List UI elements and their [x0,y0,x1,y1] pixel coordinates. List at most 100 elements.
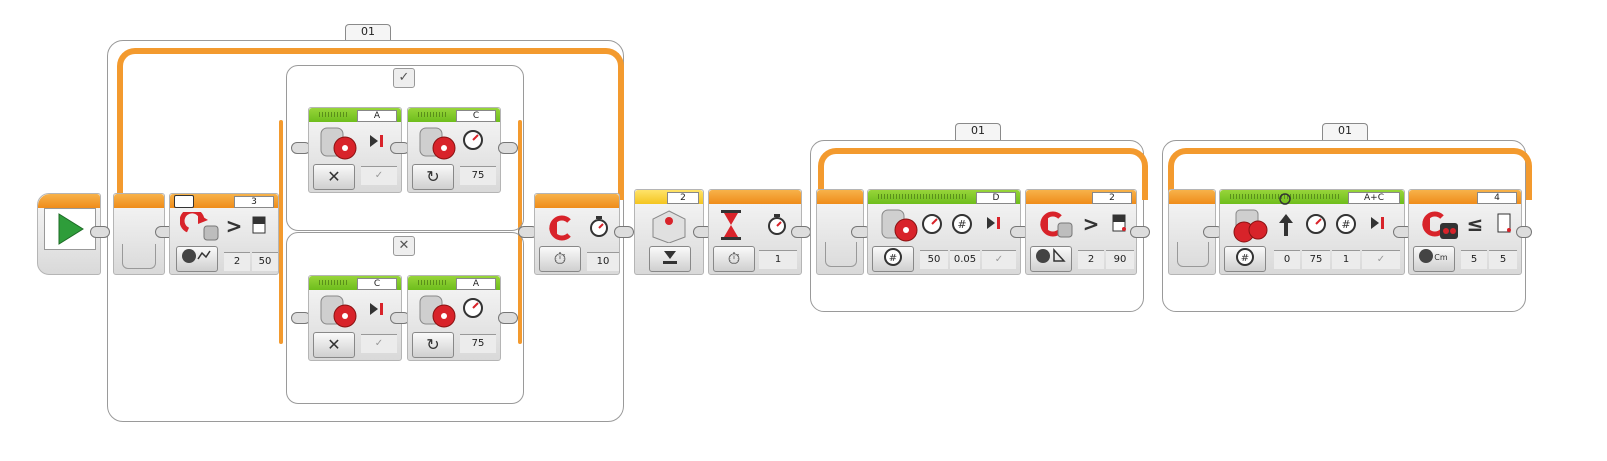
threshold-icon [250,214,268,236]
move-steering-block[interactable]: A+C # # 0 75 1 ✓ [1219,189,1405,275]
threshold-icon [1110,212,1128,234]
motor-port[interactable]: D [976,192,1016,204]
steering-rotations-input[interactable]: 1 [1332,250,1360,269]
grip-icon [418,280,448,285]
motor-a-block[interactable]: A ✕ ✓ [308,107,402,193]
loop-input-1[interactable]: 2 [1078,250,1104,269]
play-icon[interactable] [44,208,96,250]
switch-input-1[interactable]: 2 [224,252,250,271]
threshold-icon [1495,212,1513,234]
motor-mode-button[interactable]: ✕ [313,164,355,190]
loop-end-header [535,194,619,208]
motor-mode-button[interactable]: ✕ [313,332,355,358]
motor-mode-button[interactable]: ↻ [412,164,454,190]
start-block[interactable] [37,193,101,275]
motor-a-block[interactable]: A ↻ 75 [407,275,501,361]
grip-icon [1230,194,1340,199]
loop-end-timer-block[interactable]: ⏱ 10 [534,193,620,275]
motor-power-input[interactable]: 75 [460,166,496,185]
loop-input-1[interactable]: 5 [1461,250,1487,269]
brick-port[interactable]: 2 [667,192,699,204]
svg-text:#: # [957,218,966,231]
stop-icon [984,214,1004,232]
loop-mode-button[interactable]: Cm [1413,246,1455,272]
wait-mode-button[interactable]: ⏱ [713,246,755,272]
motor-port[interactable]: A+C [1348,192,1400,204]
motor-d-block[interactable]: D # # 50 0.05 ✓ [867,189,1021,275]
motor-power-input[interactable]: 50 [920,250,948,269]
loop-mode-button[interactable]: ⏱ [539,246,581,272]
direction-arrow-icon [1276,212,1296,238]
unit-label: Cm [1434,253,1448,262]
grip-icon [319,280,349,285]
case-false-tab[interactable]: ✕ [393,236,415,256]
loop-input-2[interactable]: 5 [1489,250,1517,269]
sequence-connector [1516,226,1532,238]
loop-sensor-port[interactable]: 2 [1092,192,1132,204]
sequence-connector [791,226,811,238]
power-gauge-icon [1304,212,1328,236]
loop-arc-third [1168,148,1532,200]
grip-icon [418,112,448,117]
loop-timer-input[interactable]: 10 [587,252,619,271]
stop-icon [367,300,387,318]
switch-mode-button[interactable] [176,246,218,272]
motor-mode-button[interactable]: ↻ [412,332,454,358]
switch-input-2[interactable]: 50 [252,252,278,271]
brake-checkbox[interactable]: ✓ [982,250,1016,269]
case-true-tab[interactable]: ✓ [393,68,415,88]
brake-checkbox[interactable]: ✓ [361,166,397,185]
motor-a-header: A [408,276,500,290]
compare-icon: > [225,214,243,238]
motor-power-input[interactable]: 75 [460,334,496,353]
grip-icon [878,194,968,199]
svg-text:#: # [889,253,897,264]
compare-icon: > [1082,212,1100,236]
loop-end-gyro-block[interactable]: 2 > 2 90 [1025,189,1137,275]
loop-input-2[interactable]: 90 [1106,250,1134,269]
motor-c-block[interactable]: C ✕ ✓ [308,275,402,361]
brake-checkbox[interactable]: ✓ [361,334,397,353]
loop-start-body [122,244,156,269]
sequence-connector [498,312,518,324]
wait-timer-input[interactable]: 1 [759,250,797,269]
large-motor-icon [416,294,456,330]
steering-mode-button[interactable]: # [1224,246,1266,272]
wait-header [709,190,801,204]
loop-mode-button[interactable] [1030,246,1072,272]
sequence-connector [614,226,634,238]
steering-power-input[interactable]: 75 [1302,250,1330,269]
loop-end-ultrasonic-block[interactable]: 4 ≤ Cm 5 5 [1408,189,1522,275]
brick-mode-button[interactable] [649,246,691,272]
motor-c-header: C [408,108,500,122]
loop-label-main[interactable]: 01 [345,24,391,41]
rotations-icon: # [1334,212,1358,236]
wait-timer-block[interactable]: ⏱ 1 [708,189,802,275]
switch-port[interactable]: 3 [234,196,274,208]
brake-checkbox[interactable]: ✓ [1362,250,1400,269]
motor-port[interactable]: C [456,110,496,122]
loop-label-second[interactable]: 01 [955,123,1001,140]
motor-d-header: D [868,190,1020,204]
brick-header: 2 [635,190,703,204]
switch-wire [279,120,283,344]
loop-arc-second [818,148,1148,200]
steering-input[interactable]: 0 [1274,250,1300,269]
steering-header: A+C [1220,190,1404,204]
motor-port[interactable]: A [456,278,496,290]
loop-label-third[interactable]: 01 [1322,123,1368,140]
large-motor-icon [416,126,456,162]
switch-color-sensor-block[interactable]: 3 > 2 50 [169,193,279,275]
motor-rotations-input[interactable]: 0.05 [950,250,980,269]
loop-sensor-port[interactable]: 4 [1477,192,1517,204]
brick-button-block[interactable]: 2 [634,189,704,275]
motor-port[interactable]: C [357,278,397,290]
timer-icon [765,212,789,236]
motor-mode-button[interactable]: # [872,246,914,272]
svg-text:#: # [1341,218,1350,231]
motor-c-block[interactable]: C ↻ 75 [407,107,501,193]
motor-port[interactable]: A [357,110,397,122]
svg-text:#: # [1241,253,1249,264]
steering-wheel-icon [1274,192,1296,206]
rotations-icon: # [950,212,974,236]
